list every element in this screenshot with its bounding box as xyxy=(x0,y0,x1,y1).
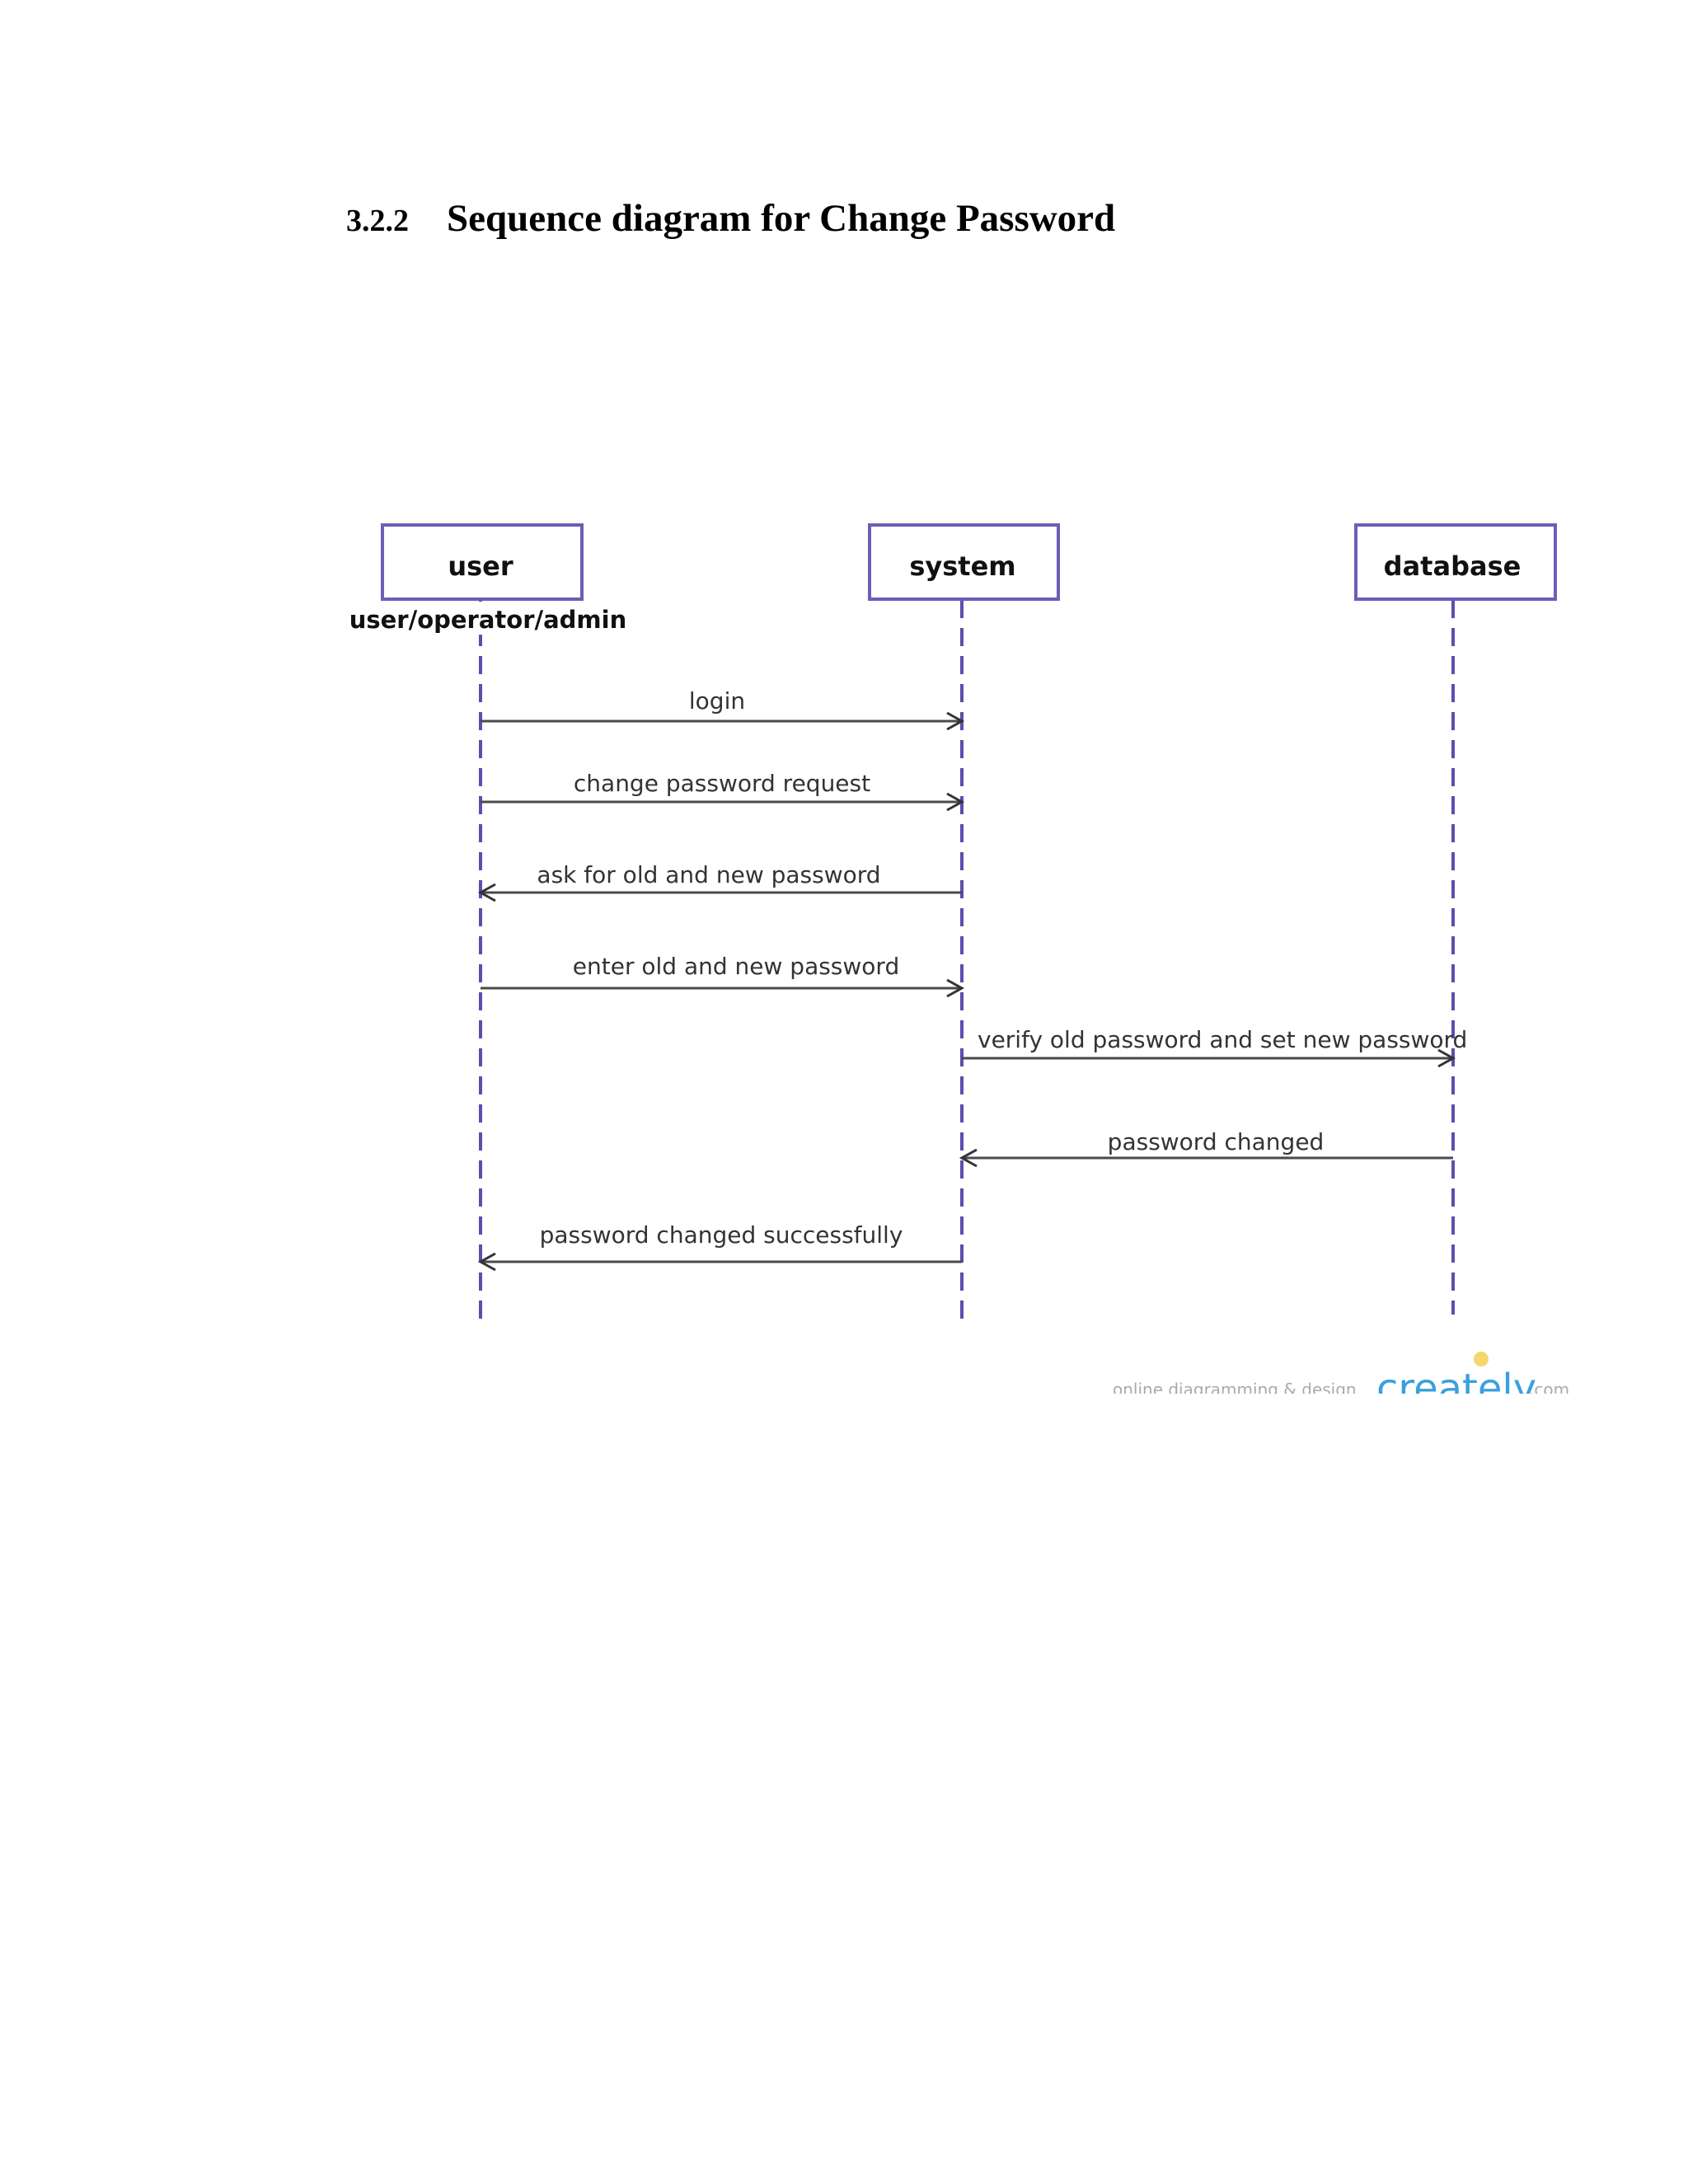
object-user: user xyxy=(381,523,584,601)
message-login: login xyxy=(481,687,965,731)
user-role-label: user/operator/admin xyxy=(349,606,627,634)
object-system-label: system xyxy=(909,551,1015,582)
role-label-bg xyxy=(375,602,599,635)
message-label: password changed xyxy=(1108,1128,1325,1155)
message-label: ask for old and new password xyxy=(537,861,880,888)
object-database-label: database xyxy=(1384,551,1522,582)
watermark: online diagramming & design creately .co… xyxy=(1113,1352,1569,1412)
message-label: change password request xyxy=(574,770,870,797)
section-heading: 3.2.2 Sequence diagram for Change Passwor… xyxy=(346,196,1115,241)
message-label: login xyxy=(689,687,745,715)
sun-icon xyxy=(1474,1352,1489,1366)
object-system-box xyxy=(868,523,1060,601)
section-number: 3.2.2 xyxy=(346,204,409,238)
watermark-logo: creately xyxy=(1376,1366,1536,1412)
message-label: verify old password and set new password xyxy=(978,1026,1467,1053)
message-password-changed: password changed xyxy=(959,1128,1453,1168)
message-verify-old-password-and-set-new-password: verify old password and set new password xyxy=(962,1026,1467,1068)
object-user-box xyxy=(381,523,584,601)
message-password-changed-successfully: password changed successfully xyxy=(477,1221,962,1272)
section-title: Sequence diagram for Change Password xyxy=(447,197,1116,240)
object-system: system xyxy=(868,523,1060,601)
object-database: database xyxy=(1354,523,1557,601)
object-user-label: user xyxy=(448,551,513,582)
message-change-password-request: change password request xyxy=(481,770,965,812)
watermark-suffix: .com xyxy=(1529,1380,1569,1399)
object-database-box xyxy=(1354,523,1557,601)
message-ask-for-old-and-new-password: ask for old and new password xyxy=(477,861,962,902)
message-label: enter old and new password xyxy=(573,953,899,980)
message-enter-old-and-new-password: enter old and new password xyxy=(481,953,965,998)
message-label: password changed successfully xyxy=(540,1221,903,1249)
watermark-text: online diagramming & design xyxy=(1113,1380,1357,1399)
